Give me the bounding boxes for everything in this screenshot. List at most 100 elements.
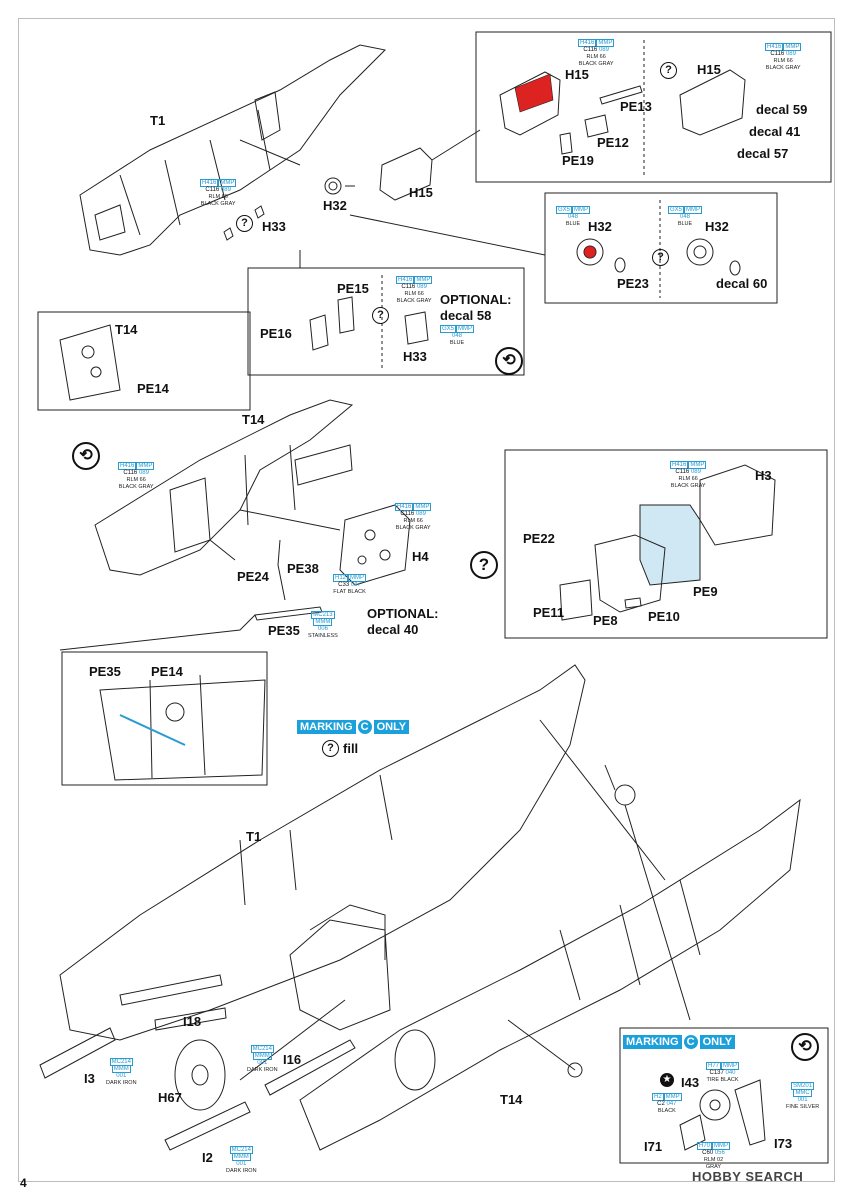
h32-options-box bbox=[544, 192, 778, 304]
label-pe14-inset: PE14 bbox=[137, 381, 169, 396]
label-pe15: PE15 bbox=[337, 281, 369, 296]
label-h15-detail-b: H15 bbox=[697, 62, 721, 77]
flip-view-icon: ⟲ bbox=[72, 442, 100, 470]
part-h4 bbox=[339, 504, 411, 586]
fuselage-half-t14-bottom bbox=[299, 798, 801, 1151]
seat-assembly bbox=[289, 919, 391, 1031]
label-pe19: PE19 bbox=[562, 153, 594, 168]
paint-callout: MC214 MMM 001 DARK IRON bbox=[106, 1058, 137, 1086]
label-pe12: PE12 bbox=[597, 135, 629, 150]
page-number: 4 bbox=[20, 1176, 27, 1190]
label-t1: T1 bbox=[150, 113, 166, 128]
label-decal40: decal 40 bbox=[367, 622, 419, 637]
choice-icon: ? bbox=[470, 551, 498, 579]
h15-red-panel bbox=[514, 73, 554, 113]
label-i2: I2 bbox=[202, 1150, 213, 1165]
label-decal60: decal 60 bbox=[716, 276, 768, 291]
label-i73: I73 bbox=[774, 1136, 793, 1151]
label-i3: I3 bbox=[84, 1071, 95, 1086]
h15-detail-box bbox=[475, 31, 832, 183]
tailwheel-box bbox=[619, 1027, 829, 1164]
label-i16: I16 bbox=[283, 1052, 302, 1067]
label-h32: H32 bbox=[323, 198, 347, 213]
label-pe9: PE9 bbox=[693, 584, 718, 599]
optional-heading-a: OPTIONAL: bbox=[440, 292, 512, 307]
label-pe35-inset: PE35 bbox=[89, 664, 121, 679]
choice-icon: ? bbox=[322, 740, 339, 757]
flip-view-icon: ⟲ bbox=[495, 347, 523, 375]
label-i71: I71 bbox=[644, 1139, 663, 1154]
label-h15-detail-a: H15 bbox=[565, 67, 589, 82]
choice-icon: ? bbox=[372, 307, 389, 324]
label-decal57: decal 57 bbox=[737, 146, 789, 161]
label-t14-bottom: T14 bbox=[500, 1092, 523, 1107]
paint-callout: SM201 MMC 001 FINE SILVER bbox=[786, 1082, 820, 1110]
label-pe13: PE13 bbox=[620, 99, 652, 114]
watermark: HOBBY SEARCH bbox=[692, 1169, 804, 1184]
choice-icon: ? bbox=[652, 249, 669, 266]
label-pe10: PE10 bbox=[648, 609, 680, 624]
label-i43: I43 bbox=[681, 1075, 700, 1090]
pe35-pe14-inset-box bbox=[61, 651, 268, 786]
label-t1-bottom: T1 bbox=[246, 829, 262, 844]
choice-icon: ? bbox=[660, 62, 677, 79]
label-pe16: PE16 bbox=[260, 326, 292, 341]
label-pe38: PE38 bbox=[287, 561, 319, 576]
label-pe8: PE8 bbox=[593, 613, 618, 628]
paint-callout: MC213 MMM 006 STAINLESS bbox=[308, 611, 338, 639]
label-h32-a: H32 bbox=[588, 219, 612, 234]
label-pe11: PE11 bbox=[533, 605, 565, 620]
label-decal58: decal 58 bbox=[440, 308, 492, 323]
label-h32-b: H32 bbox=[705, 219, 729, 234]
choice-icon: ? bbox=[236, 215, 253, 232]
label-pe35: PE35 bbox=[268, 623, 300, 638]
page-frame bbox=[18, 18, 835, 1182]
h32-red-knob bbox=[583, 245, 597, 259]
fuselage-half-t1-top bbox=[79, 44, 387, 256]
instrument-panel-box bbox=[504, 449, 828, 639]
star-icon: ★ bbox=[660, 1073, 674, 1087]
h33-options-box bbox=[247, 267, 525, 376]
label-t14-inset: T14 bbox=[115, 322, 138, 337]
fuselage-half-t14-mid bbox=[94, 399, 354, 576]
label-h33-opt: H33 bbox=[403, 349, 427, 364]
label-decal41: decal 41 bbox=[749, 124, 801, 139]
label-pe22: PE22 bbox=[523, 531, 555, 546]
flip-view-icon: ⟲ bbox=[791, 1033, 819, 1061]
label-h33: H33 bbox=[262, 219, 286, 234]
label-pe23: PE23 bbox=[617, 276, 649, 291]
label-fill: fill bbox=[343, 741, 359, 756]
label-h3: H3 bbox=[755, 468, 772, 483]
label-t14-mid: T14 bbox=[242, 412, 265, 427]
paint-callout: MC214 MMM 001 DARK IRON bbox=[226, 1146, 257, 1174]
part-h15 bbox=[379, 147, 433, 201]
paint-callout: MC214 MMM 001 DARK IRON bbox=[247, 1045, 278, 1073]
label-i18: I18 bbox=[183, 1014, 202, 1029]
label-pe14-inset2: PE14 bbox=[151, 664, 183, 679]
label-h67: H67 bbox=[158, 1090, 182, 1105]
label-decal59: decal 59 bbox=[756, 102, 808, 117]
label-h4: H4 bbox=[412, 549, 429, 564]
fuselage-half-t1-bottom bbox=[59, 664, 586, 1041]
optional-heading-b: OPTIONAL: bbox=[367, 606, 439, 621]
label-pe24: PE24 bbox=[237, 569, 269, 584]
label-h15: H15 bbox=[409, 185, 433, 200]
t14-inset-box bbox=[37, 311, 251, 411]
